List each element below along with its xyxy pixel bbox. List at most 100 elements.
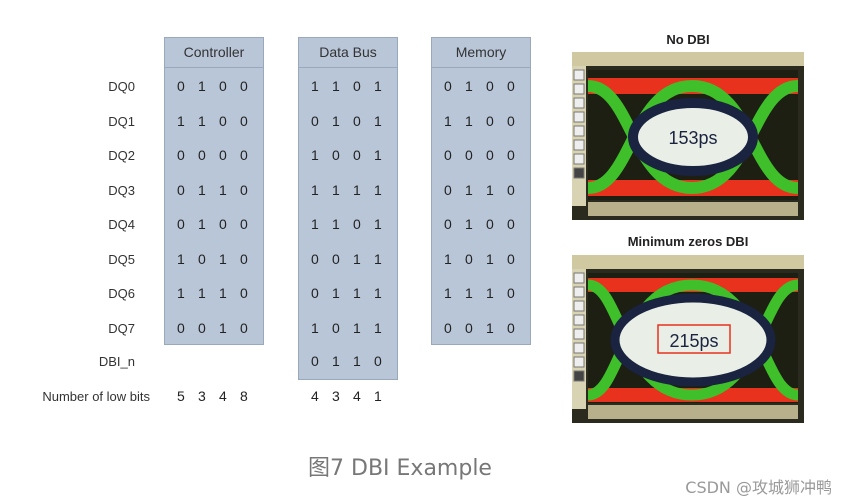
eye-title-no-dbi: No DBI xyxy=(666,32,710,47)
bit: 1 xyxy=(374,147,382,163)
bit: 0 xyxy=(353,78,361,94)
bit: 1 xyxy=(332,353,340,369)
count: 1 xyxy=(374,388,382,404)
bit: 1 xyxy=(311,216,319,232)
bit: 1 xyxy=(374,181,382,198)
bit: 0 xyxy=(332,147,340,163)
bit: 1 xyxy=(374,112,382,129)
bit: 0 xyxy=(507,78,515,94)
bit: 0 xyxy=(444,78,452,94)
bit: 0 xyxy=(444,181,452,198)
memory-header: Memory xyxy=(431,37,531,68)
bit: 1 xyxy=(311,181,319,198)
bit: 1 xyxy=(353,285,361,301)
figure-caption: 图7 DBI Example xyxy=(308,456,492,481)
bit: 0 xyxy=(219,147,227,163)
bit: 0 xyxy=(486,112,494,129)
bit: 0 xyxy=(353,147,361,163)
bit: 1 xyxy=(219,250,227,267)
bit: 0 xyxy=(177,319,185,336)
bit: 0 xyxy=(198,250,206,267)
bit: 0 xyxy=(240,112,248,129)
count: 3 xyxy=(332,388,340,404)
bit: 1 xyxy=(353,353,361,369)
bit: 1 xyxy=(374,216,382,232)
bit: 0 xyxy=(444,216,452,232)
bit: 1 xyxy=(353,250,361,267)
bit: 0 xyxy=(507,181,515,198)
bit: 1 xyxy=(219,181,227,198)
row-label-dq3: DQ3 xyxy=(108,182,135,198)
memory-column xyxy=(431,67,531,345)
bit: 1 xyxy=(486,181,494,198)
bit: 0 xyxy=(507,319,515,336)
bit: 0 xyxy=(444,147,452,163)
bit: 1 xyxy=(444,250,452,267)
bit: 0 xyxy=(198,319,206,336)
bit: 1 xyxy=(444,112,452,129)
bit: 1 xyxy=(465,285,473,301)
controller-header: Controller xyxy=(164,37,264,68)
low-bits-label: Number of low bits xyxy=(42,389,150,404)
bit: 0 xyxy=(353,112,361,129)
databus-column xyxy=(298,67,398,380)
bit: 0 xyxy=(219,216,227,232)
row-label-dq4: DQ4 xyxy=(108,217,135,232)
bit: 1 xyxy=(465,181,473,198)
bit: 1 xyxy=(353,319,361,336)
row-label-dq1: DQ1 xyxy=(108,113,135,129)
bit: 0 xyxy=(219,112,227,129)
bit: 1 xyxy=(332,112,340,129)
bit: 0 xyxy=(507,250,515,267)
bit: 0 xyxy=(507,285,515,301)
bit: 1 xyxy=(486,250,494,267)
bit: 1 xyxy=(177,112,185,129)
bit: 1 xyxy=(198,216,206,232)
bit: 0 xyxy=(507,112,515,129)
bit: 1 xyxy=(486,285,494,301)
count: 4 xyxy=(353,388,361,404)
bit: 0 xyxy=(486,216,494,232)
databus-header: Data Bus xyxy=(298,37,398,68)
bit: 0 xyxy=(507,147,515,163)
eye-title-min-zeros-dbi: Minimum zeros DBI xyxy=(627,234,749,249)
bit: 0 xyxy=(444,319,452,336)
bit: 0 xyxy=(486,78,494,94)
row-label-dq6: DQ6 xyxy=(108,286,135,301)
eye-opening-min-zeros-dbi: 215ps xyxy=(669,331,718,351)
bit: 1 xyxy=(465,216,473,232)
bit: 1 xyxy=(332,78,340,94)
bit: 1 xyxy=(444,285,452,301)
bit: 1 xyxy=(219,285,227,301)
bit: 0 xyxy=(240,181,248,198)
bit: 1 xyxy=(177,250,185,267)
bit: 0 xyxy=(465,319,473,336)
bit: 1 xyxy=(198,285,206,301)
bit: 1 xyxy=(374,319,382,336)
bit: 0 xyxy=(177,181,185,198)
bit: 0 xyxy=(353,216,361,232)
bit: 0 xyxy=(219,78,227,94)
bit: 1 xyxy=(198,112,206,129)
eye-diagram-no-dbi: 153ps xyxy=(572,52,804,220)
count: 5 xyxy=(177,388,185,404)
controller-column xyxy=(164,67,264,345)
bit: 0 xyxy=(465,147,473,163)
